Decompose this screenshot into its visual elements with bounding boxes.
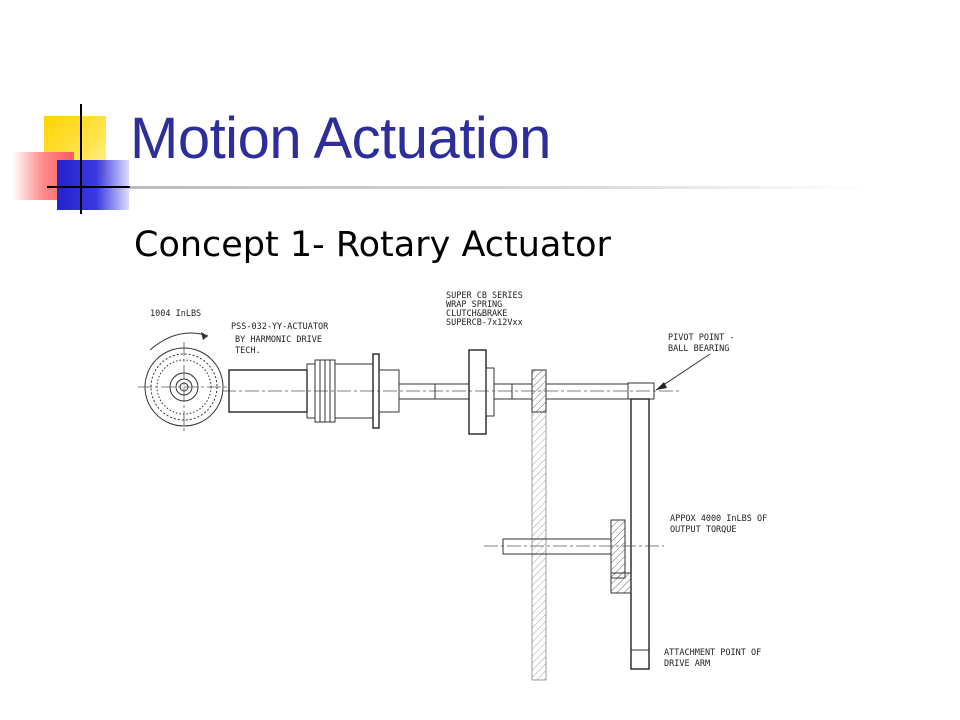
drive-arm — [630, 398, 650, 670]
actuator-label-line2: BY HARMONIC DRIVE — [235, 335, 322, 345]
output-torque-label-line1: APPOX 4000 InLBS OF — [670, 514, 767, 524]
clutch-label-line3: CLUTCH&BRAKE — [446, 309, 507, 319]
input-torque-label: 1004 InLBS — [150, 309, 201, 319]
pivot-label-line1: PIVOT POINT - — [668, 333, 735, 343]
slide-title: Motion Actuation — [130, 106, 551, 171]
wrap-spring-clutch — [468, 349, 513, 435]
pivot-label-line2: BALL BEARING — [668, 344, 729, 354]
actuator-end-view — [138, 342, 230, 432]
actuator-label-line3: TECH. — [235, 346, 261, 356]
blue-square-decoration — [57, 160, 129, 210]
clutch-label-line1: SUPER CB SERIES — [446, 291, 523, 301]
attachment-label-line1: ATTACHMENT POINT OF — [664, 648, 761, 658]
horizontal-rule-decoration — [47, 186, 137, 188]
title-underline — [130, 186, 870, 189]
drive-gear — [531, 369, 547, 681]
slide-subtitle: Concept 1- Rotary Actuator — [134, 225, 611, 265]
output-torque-label-line2: OUTPUT TORQUE — [670, 525, 737, 535]
attachment-label-line2: DRIVE ARM — [664, 659, 710, 669]
actuator-label-line1: PSS-032-YY-ACTUATOR — [231, 322, 329, 332]
clutch-label-line4: SUPERCB-7x12Vxx — [446, 318, 523, 328]
actuator-body — [228, 353, 400, 429]
vertical-rule-decoration — [80, 104, 82, 214]
clutch-label-line2: WRAP SPRING — [446, 300, 502, 310]
torque-arrow-icon — [149, 332, 209, 351]
